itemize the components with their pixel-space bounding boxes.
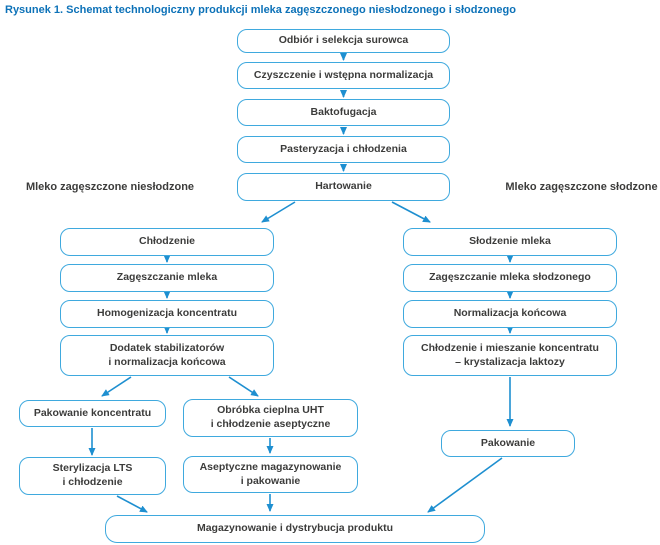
figure-title: Rysunek 1. Schemat technologiczny produk…: [5, 4, 516, 16]
node-homogenizacja-koncentratu: Homogenizacja koncentratu: [60, 300, 274, 328]
node-chlodzenie-i-mieszanie: Chłodzenie i mieszanie koncentratu – kry…: [403, 335, 617, 376]
arrow-left-split-1: [101, 376, 132, 397]
node-hartowanie: Hartowanie: [237, 173, 450, 201]
node-chlodzenie: Chłodzenie: [60, 228, 274, 256]
branch-label-unsweetened: Mleko zagęszczone niesłodzone: [25, 181, 195, 193]
node-pakowanie: Pakowanie: [441, 430, 575, 457]
arrow-split-right: [391, 201, 431, 223]
node-baktofugacja: Baktofugacja: [237, 99, 450, 126]
node-pakowanie-koncentratu: Pakowanie koncentratu: [19, 400, 166, 427]
node-zageszczanie-mleka-slodzonego: Zagęszczanie mleka słodzonego: [403, 264, 617, 292]
node-obrobka-cieplna-uht: Obróbka cieplna UHT i chłodzenie aseptyc…: [183, 399, 358, 437]
node-odbior-i-selekcja-surowca: Odbiór i selekcja surowca: [237, 29, 450, 53]
node-dodatek-stabilizatorow: Dodatek stabilizatorów i normalizacja ko…: [60, 335, 274, 376]
arrow-split-left: [261, 201, 296, 223]
node-pasteryzacja-i-chlodzenia: Pasteryzacja i chłodzenia: [237, 136, 450, 163]
arrow-left-to-final: [116, 495, 148, 513]
node-zageszczanie-mleka: Zagęszczanie mleka: [60, 264, 274, 292]
node-czyszczenie-i-normalizacja: Czyszczenie i wstępna normalizacja: [237, 62, 450, 89]
branch-label-sweetened: Mleko zagęszczone słodzone: [505, 181, 658, 193]
node-sterylizacja-lts: Sterylizacja LTS i chłodzenie: [19, 457, 166, 495]
node-normalizacja-koncowa: Normalizacja końcowa: [403, 300, 617, 328]
arrow-right-to-final: [427, 457, 503, 513]
node-magazynowanie-i-dystrybucja: Magazynowanie i dystrybucja produktu: [105, 515, 485, 543]
arrow-left-split-2: [228, 376, 259, 397]
node-aseptyczne-magazynowanie: Aseptyczne magazynowanie i pakowanie: [183, 456, 358, 493]
node-slodzenie-mleka: Słodzenie mleka: [403, 228, 617, 256]
